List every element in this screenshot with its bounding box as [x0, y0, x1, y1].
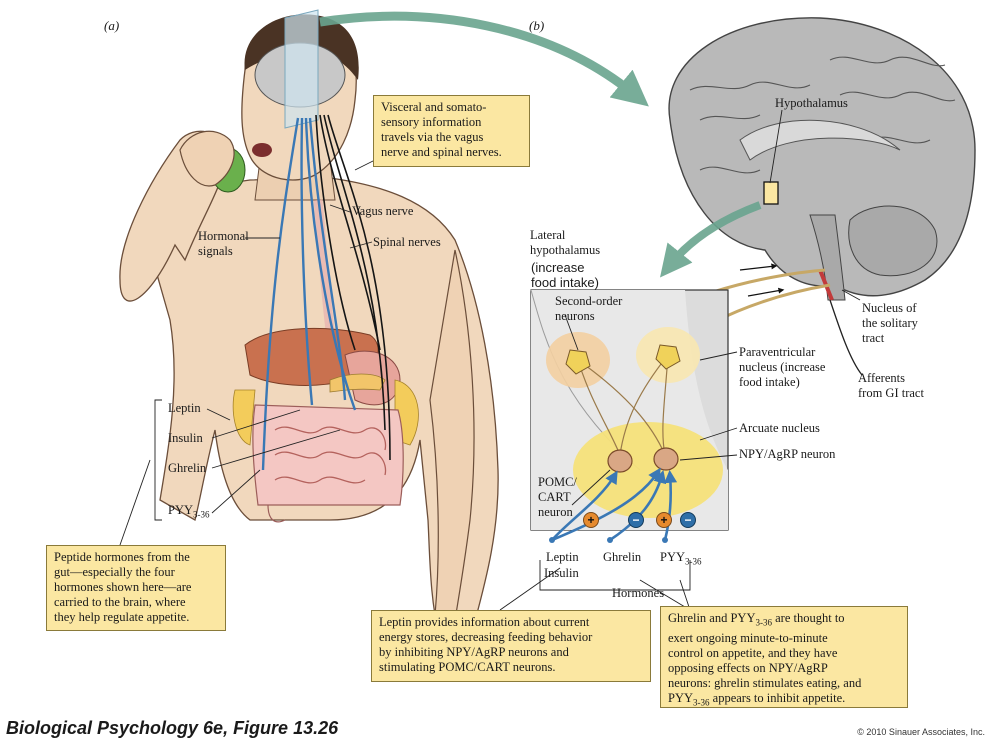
- small-intestine: [274, 426, 387, 484]
- hypothalamus-inset: [530, 289, 729, 531]
- ghrelin-callout-text-3: PYY: [668, 690, 694, 705]
- plus-marker-1: +: [583, 512, 599, 528]
- hormone-ghrelin-label: Ghrelin: [603, 550, 642, 564]
- npy-neuron: [653, 447, 679, 471]
- ghrelin-callout-sub-1: 3-36: [755, 617, 773, 628]
- hanging-arm: [429, 249, 475, 621]
- brainstem: [809, 214, 846, 301]
- arcuate-region: [573, 422, 723, 518]
- person-figure: [119, 9, 499, 641]
- visceral-callout: Visceral and somato- sensory information…: [373, 95, 530, 167]
- second-order-label: Second-order neurons: [555, 294, 623, 323]
- spinal-nerves-label: Spinal nerves: [373, 235, 441, 249]
- cerebellum: [848, 205, 938, 277]
- zoom-arrow-2: [660, 201, 762, 278]
- plus-marker-2: +: [656, 512, 672, 528]
- hormone-leptin-label: Leptin: [546, 550, 579, 564]
- minus-marker-1: −: [628, 512, 644, 528]
- hormonal-signals-label: Hormonal signals: [198, 229, 249, 258]
- pomc-neuron: [607, 449, 633, 473]
- solitary-tract-label: Nucleus of the solitary tract: [862, 301, 918, 345]
- vagus-nerve-label: Vagus nerve: [352, 204, 414, 218]
- pyy-label-sub: 3-36: [193, 509, 210, 520]
- hormone-pyy-sub: 3-36: [685, 556, 702, 567]
- copyright: © 2010 Sinauer Associates, Inc.: [857, 727, 985, 737]
- hand: [179, 130, 235, 187]
- lateral-hypothalamus-label: Lateral hypothalamus: [530, 228, 601, 257]
- hormone-pyy-label: PYY3-36: [660, 550, 702, 570]
- hypothalamus-box: [763, 181, 779, 205]
- ghrelin-callout-text-2: are thought to exert ongoing minute-to-m…: [668, 611, 862, 690]
- pyy-label: PYY3-36: [168, 503, 210, 523]
- hormone-pyy-text: PYY: [660, 550, 686, 564]
- leptin-callout: Leptin provides information about curren…: [371, 610, 651, 682]
- arcuate-label: Arcuate nucleus: [739, 421, 820, 435]
- vagus-spinal-nerves: [315, 114, 391, 461]
- ghrelin-callout-sub-2: 3-36: [693, 697, 710, 707]
- ghrelin-callout-text-4: appears to inhibit appetite.: [709, 690, 846, 705]
- hormones-label: Hormones: [612, 586, 665, 600]
- figure-title: Biological Psychology 6e, Figure 13.26: [6, 718, 339, 738]
- paraventricular-label: Paraventricular nucleus (increase food i…: [739, 345, 826, 389]
- insulin-label: Insulin: [168, 431, 203, 445]
- leader-lines: [119, 109, 861, 611]
- panel-b-label: (b): [529, 18, 545, 33]
- npy-agrp-label: NPY/AgRP neuron: [739, 447, 836, 461]
- minus-marker-2: −: [680, 512, 696, 528]
- lateral-note-label: (increase food intake): [531, 260, 599, 290]
- hormone-arrows: [551, 467, 678, 542]
- panel-a-label: (a): [104, 18, 120, 33]
- lateral-neuron: [565, 349, 591, 375]
- ghrelin-label: Ghrelin: [168, 461, 207, 475]
- section-plane: [284, 9, 319, 129]
- hormonal-signal-lines: [261, 117, 357, 471]
- pvn-neuron: [655, 344, 681, 370]
- pomc-cart-label: POMC/ CART neuron: [538, 475, 577, 519]
- corpus-callosum: [739, 119, 901, 161]
- peptide-callout: Peptide hormones from the gut—especially…: [46, 545, 226, 631]
- hormone-insulin-label: Insulin: [544, 566, 579, 580]
- pyy-label-text: PYY: [168, 503, 194, 517]
- hypothalamus-label: Hypothalamus: [775, 96, 848, 110]
- leptin-label: Leptin: [168, 401, 201, 415]
- ghrelin-pyy-callout: Ghrelin and PYY3-36 are thought to exert…: [660, 606, 908, 708]
- zoom-arrow: [319, 11, 649, 107]
- ghrelin-callout-text-1: Ghrelin and PYY: [668, 611, 756, 625]
- afferents-label: Afferents from GI tract: [858, 371, 924, 400]
- brain-section: [668, 17, 976, 301]
